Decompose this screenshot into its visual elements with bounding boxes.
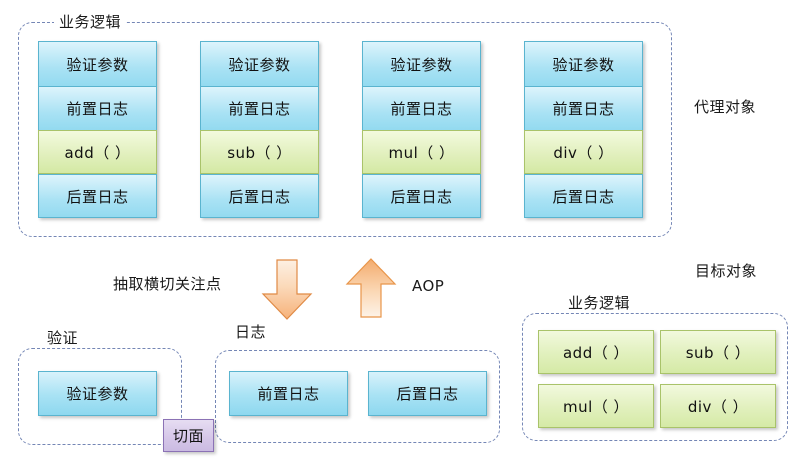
down-arrow-icon xyxy=(261,258,313,322)
proxy-cell: 前置日志 xyxy=(362,86,481,130)
proxy-cell: 前置日志 xyxy=(38,86,157,130)
proxy-cell-method: div（ ） xyxy=(524,130,643,174)
validate-group-container xyxy=(18,348,182,445)
proxy-column-div: 验证参数 前置日志 div（ ） 后置日志 xyxy=(524,41,643,218)
proxy-cell: 后置日志 xyxy=(362,174,481,218)
target-object-container xyxy=(522,313,788,441)
aspect-badge: 切面 xyxy=(163,419,214,452)
target-method-div: div（ ） xyxy=(660,384,776,428)
proxy-group-label: 业务逻辑 xyxy=(54,13,127,31)
proxy-column-add: 验证参数 前置日志 add（ ） 后置日志 xyxy=(38,41,157,218)
proxy-cell: 验证参数 xyxy=(524,41,643,86)
proxy-column-mul: 验证参数 前置日志 mul（ ） 后置日志 xyxy=(362,41,481,218)
before-log-cell: 前置日志 xyxy=(229,371,348,416)
proxy-cell: 后置日志 xyxy=(38,174,157,218)
target-method-sub: sub（ ） xyxy=(660,330,776,374)
log-group-label: 日志 xyxy=(230,323,272,341)
proxy-cell: 后置日志 xyxy=(524,174,643,218)
proxy-column-sub: 验证参数 前置日志 sub（ ） 后置日志 xyxy=(200,41,319,218)
proxy-cell-method: sub（ ） xyxy=(200,130,319,174)
aop-label: AOP xyxy=(412,277,445,295)
target-object-caption: 目标对象 xyxy=(695,262,758,280)
extract-crosscutting-label: 抽取横切关注点 xyxy=(113,275,222,293)
proxy-cell: 前置日志 xyxy=(200,86,319,130)
proxy-cell: 验证参数 xyxy=(362,41,481,86)
log-group-container xyxy=(215,350,500,443)
proxy-cell: 前置日志 xyxy=(524,86,643,130)
proxy-cell-method: add（ ） xyxy=(38,130,157,174)
target-group-label: 业务逻辑 xyxy=(563,294,636,312)
up-arrow-icon xyxy=(344,257,398,319)
validate-param-cell: 验证参数 xyxy=(38,371,157,416)
proxy-cell: 后置日志 xyxy=(200,174,319,218)
proxy-object-container xyxy=(18,22,672,237)
after-log-cell: 后置日志 xyxy=(368,371,487,416)
proxy-cell: 验证参数 xyxy=(200,41,319,86)
proxy-cell: 验证参数 xyxy=(38,41,157,86)
target-method-mul: mul（ ） xyxy=(538,384,654,428)
target-method-add: add（ ） xyxy=(538,330,654,374)
proxy-cell-method: mul（ ） xyxy=(362,130,481,174)
proxy-object-caption: 代理对象 xyxy=(694,98,757,116)
validate-group-label: 验证 xyxy=(42,329,84,347)
